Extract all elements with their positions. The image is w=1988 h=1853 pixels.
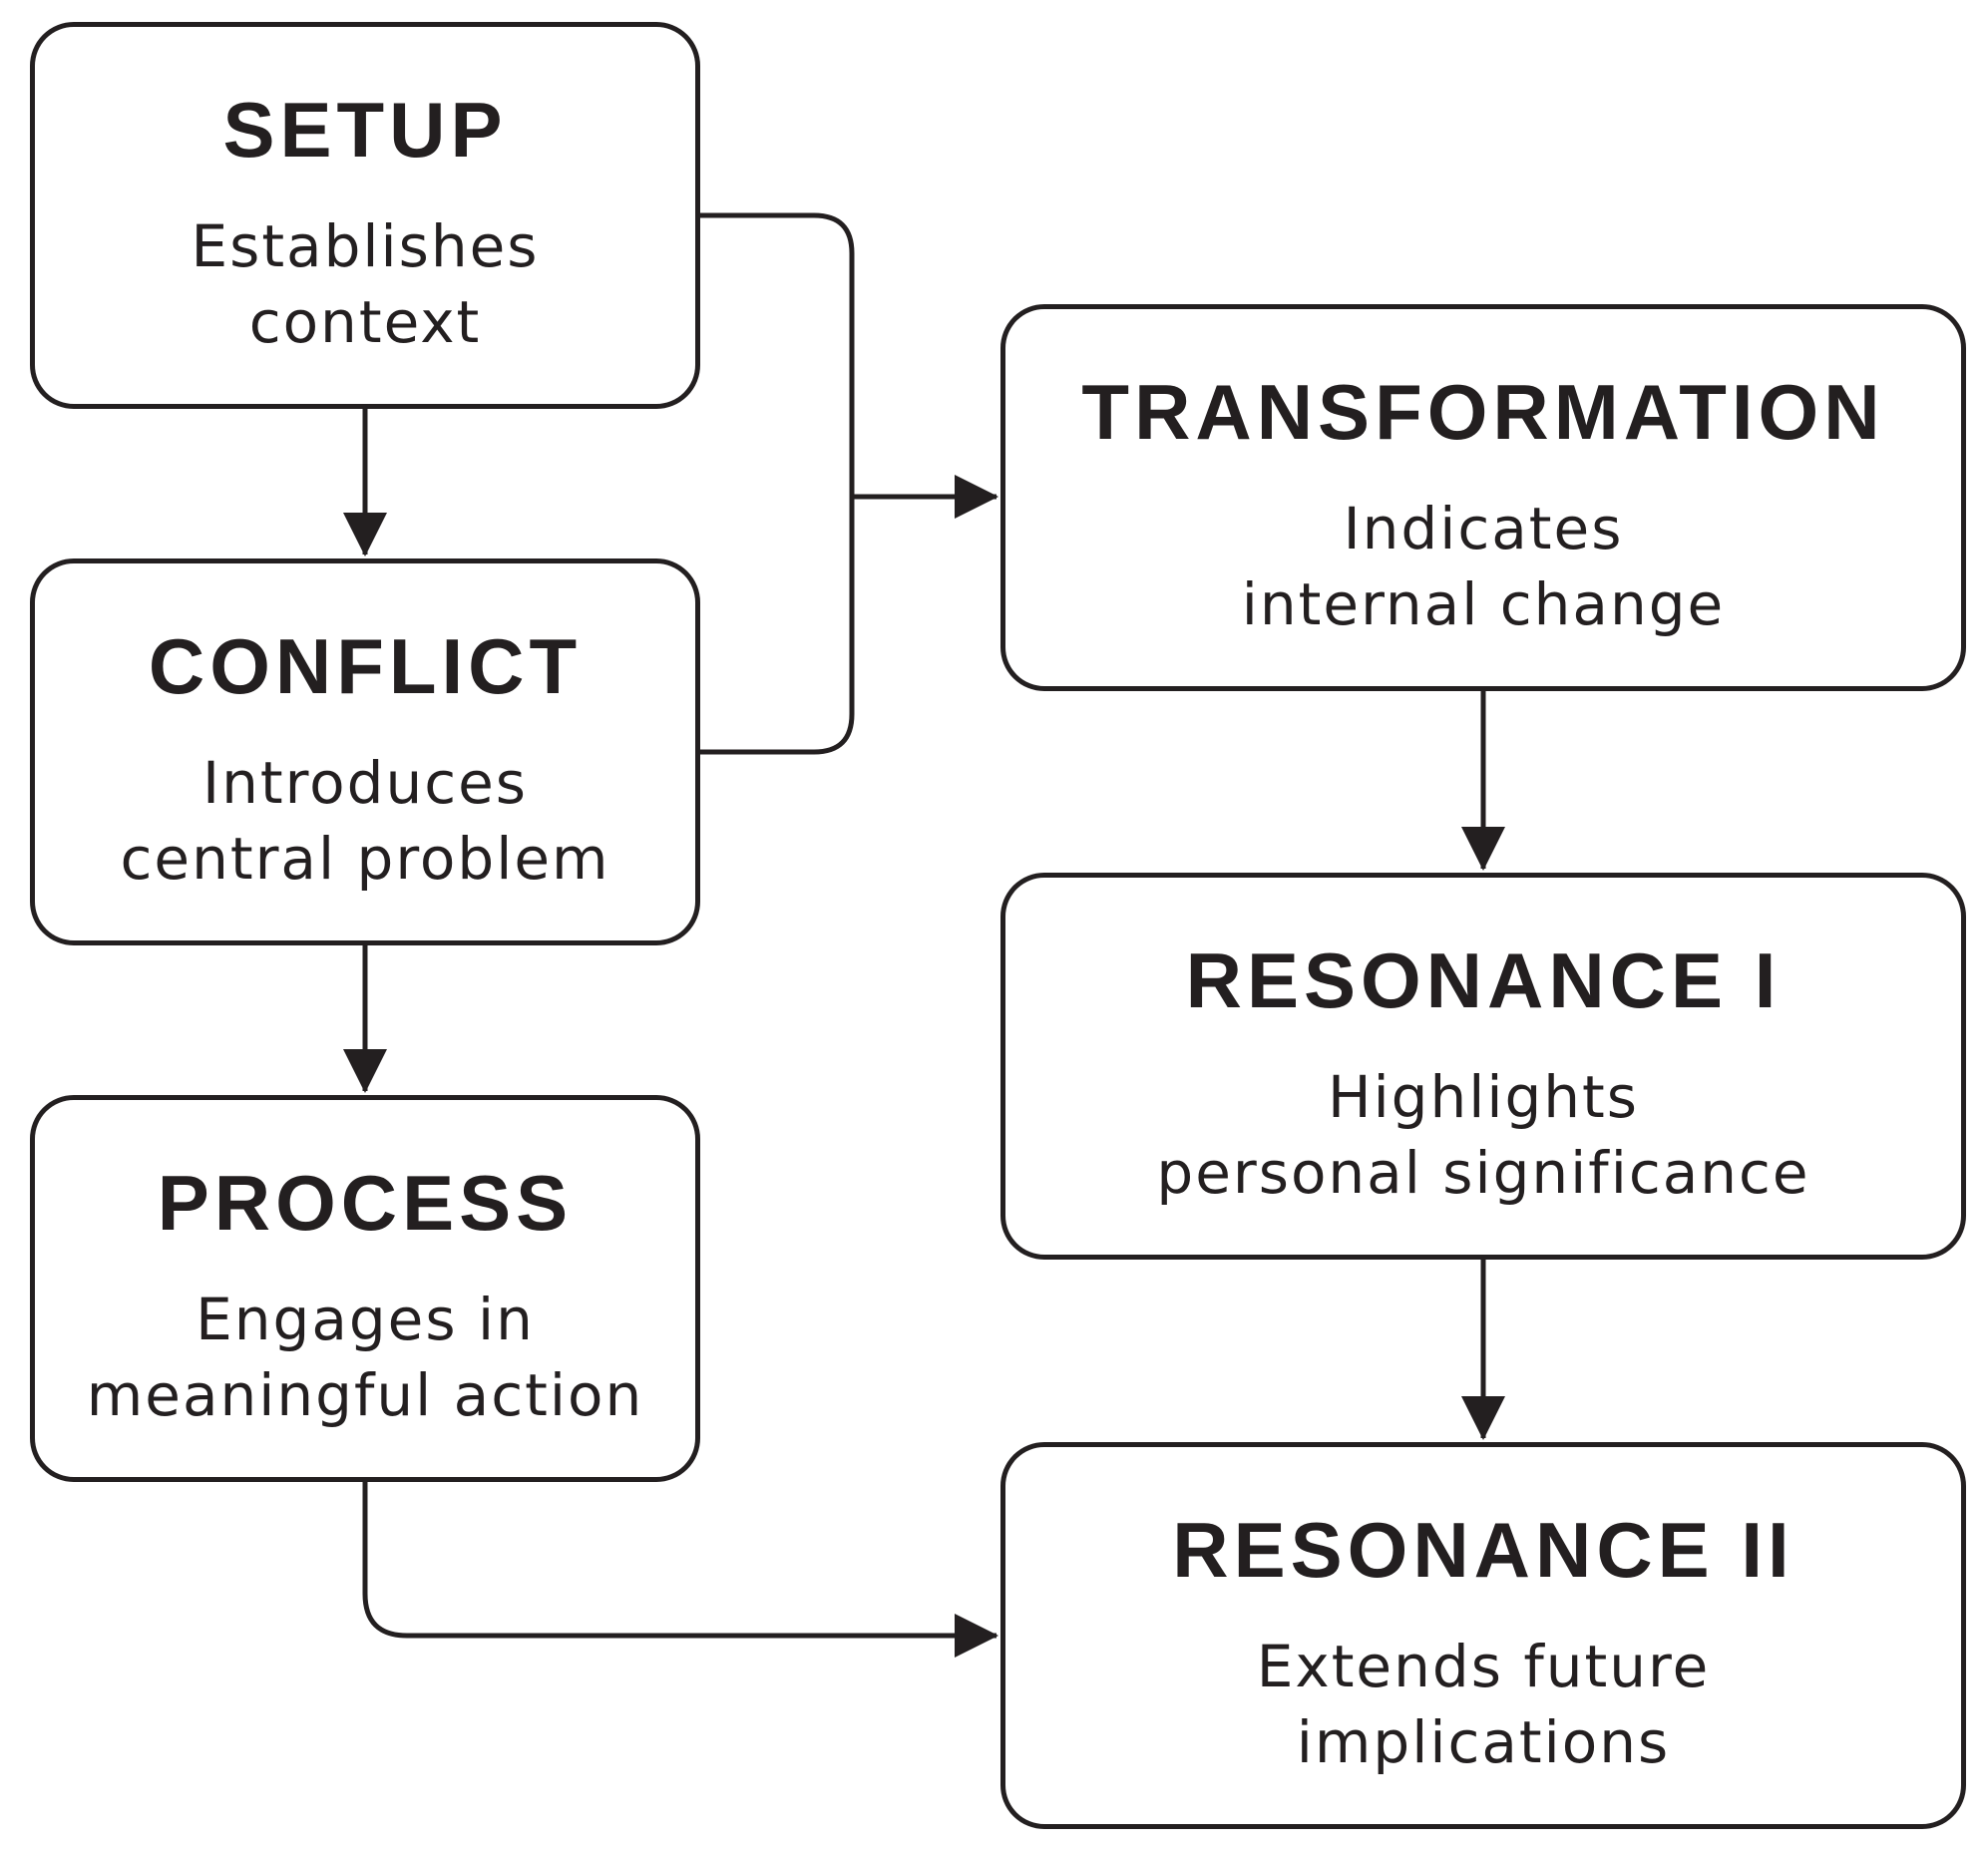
edge-conflict-to-bracket (700, 497, 855, 755)
process-desc-line-1: Engages in (196, 1286, 535, 1353)
edge-setup-to-bracket (700, 212, 855, 497)
process-desc-line-2: meaningful action (86, 1361, 644, 1429)
process-description: Engages in meaningful action (87, 1282, 643, 1433)
setup-desc-line-2: context (248, 288, 482, 356)
setup-desc-line-1: Establishes (191, 212, 540, 280)
conflict-desc-line-2: central problem (120, 825, 610, 893)
conflict-title: CONFLICT (148, 622, 583, 710)
setup-description: Establishes context (191, 208, 539, 360)
transformation-desc-line-1: Indicates (1343, 495, 1624, 562)
conflict-desc-line-1: Introduces (201, 749, 529, 817)
setup-title: SETUP (222, 86, 508, 174)
resonance-1-title: RESONANCE I (1185, 936, 1782, 1024)
resonance-1-desc-line-2: personal significance (1156, 1139, 1810, 1207)
resonance-2-title: RESONANCE II (1172, 1506, 1794, 1594)
resonance-2-desc-line-1: Extends future (1256, 1633, 1711, 1700)
process-title: PROCESS (157, 1159, 574, 1247)
resonance-2-desc-line-2: implications (1296, 1708, 1671, 1776)
transformation-box: TRANSFORMATION Indicates internal change (1000, 304, 1966, 691)
setup-box: SETUP Establishes context (30, 22, 700, 409)
edge-process-to-resonance-2 (362, 1482, 998, 1658)
resonance-1-desc-line-1: Highlights (1327, 1063, 1640, 1131)
conflict-description: Introduces central problem (121, 745, 610, 897)
process-box: PROCESS Engages in meaningful action (30, 1095, 700, 1482)
transformation-description: Indicates internal change (1242, 491, 1725, 642)
resonance-2-description: Extends future implications (1257, 1629, 1711, 1780)
resonance-2-box: RESONANCE II Extends future implications (1000, 1442, 1966, 1829)
resonance-1-description: Highlights personal significance (1156, 1059, 1809, 1211)
resonance-1-box: RESONANCE I Highlights personal signific… (1000, 873, 1966, 1260)
transformation-desc-line-2: internal change (1241, 570, 1726, 638)
conflict-box: CONFLICT Introduces central problem (30, 558, 700, 945)
transformation-title: TRANSFORMATION (1081, 368, 1885, 456)
